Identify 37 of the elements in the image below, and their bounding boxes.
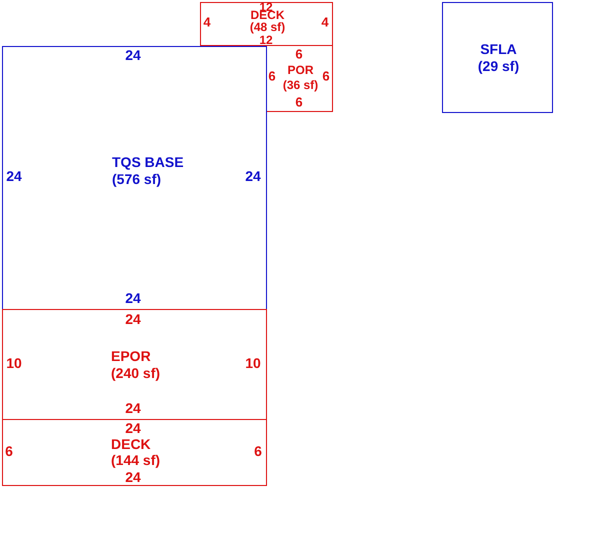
- area-size: (144 sf): [111, 452, 160, 468]
- area-name: TQS BASE: [112, 154, 184, 171]
- area-name: SFLA: [480, 41, 517, 58]
- dimension-label: 12: [259, 34, 273, 46]
- area-name: EPOR: [111, 348, 151, 365]
- dimension-label: 24: [245, 169, 261, 183]
- area-size: (36 sf): [282, 78, 318, 93]
- area-box: [442, 2, 553, 113]
- area-box: [200, 2, 333, 46]
- area-box: [2, 46, 267, 310]
- dimension-label: 10: [6, 356, 22, 370]
- dimension-label: 24: [125, 470, 141, 484]
- dimension-label: 24: [125, 401, 141, 415]
- area-size: (29 sf): [478, 58, 520, 75]
- area-box: [2, 309, 267, 420]
- dimension-label: 24: [125, 421, 141, 435]
- area-name: POR: [287, 63, 314, 78]
- dimension-label: 24: [125, 312, 141, 326]
- dimension-label: 6: [295, 48, 303, 60]
- dimension-label: 4: [321, 16, 329, 28]
- dimension-label: 6: [268, 70, 276, 82]
- dimension-label: 4: [203, 16, 211, 28]
- area-size: (240 sf): [111, 365, 160, 382]
- dimension-label: 24: [125, 291, 141, 305]
- area-name: DECK: [111, 436, 151, 452]
- dimension-label: 6: [295, 96, 303, 108]
- area-size: (576 sf): [112, 171, 162, 188]
- area-size: (48 sf): [250, 21, 286, 33]
- dimension-label: 10: [245, 356, 261, 370]
- dimension-label: 6: [322, 70, 330, 82]
- dimension-label: 6: [5, 444, 13, 458]
- dimension-label: 6: [254, 444, 262, 458]
- area-name: DECK: [250, 9, 284, 21]
- area-box: [266, 45, 333, 112]
- dimension-label: 24: [125, 48, 141, 62]
- area-box: [2, 419, 267, 486]
- dimension-label: 24: [6, 169, 22, 183]
